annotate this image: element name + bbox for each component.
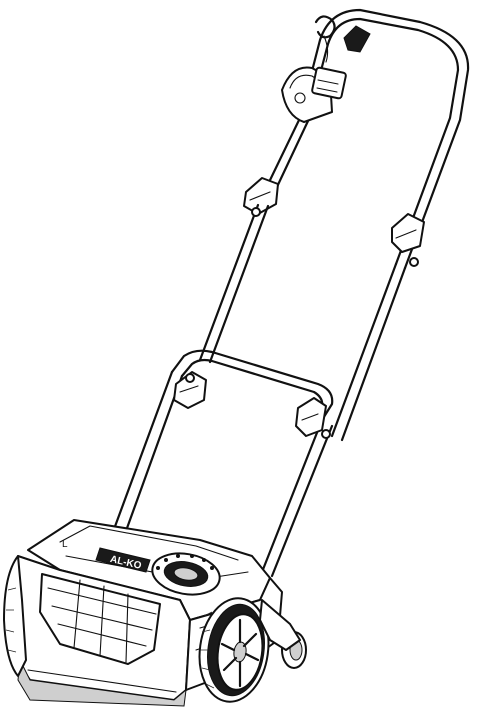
scarifier-deck — [15, 519, 283, 707]
handle-lower-tubes — [108, 203, 407, 578]
wheel-icon — [198, 597, 270, 703]
deck-mark-text: L — [62, 539, 68, 550]
wheel-icon — [3, 555, 27, 677]
handle-bar-icon — [256, 8, 470, 270]
depth-adjust-dial-icon[interactable] — [149, 548, 223, 599]
cable-clip-icon — [314, 15, 371, 63]
folding-knob-icon — [185, 207, 419, 439]
safety-switch-icon — [281, 66, 347, 123]
cable-clip-icon — [243, 177, 425, 253]
handle-bar-icon — [170, 349, 334, 437]
axle-housing — [259, 599, 301, 651]
